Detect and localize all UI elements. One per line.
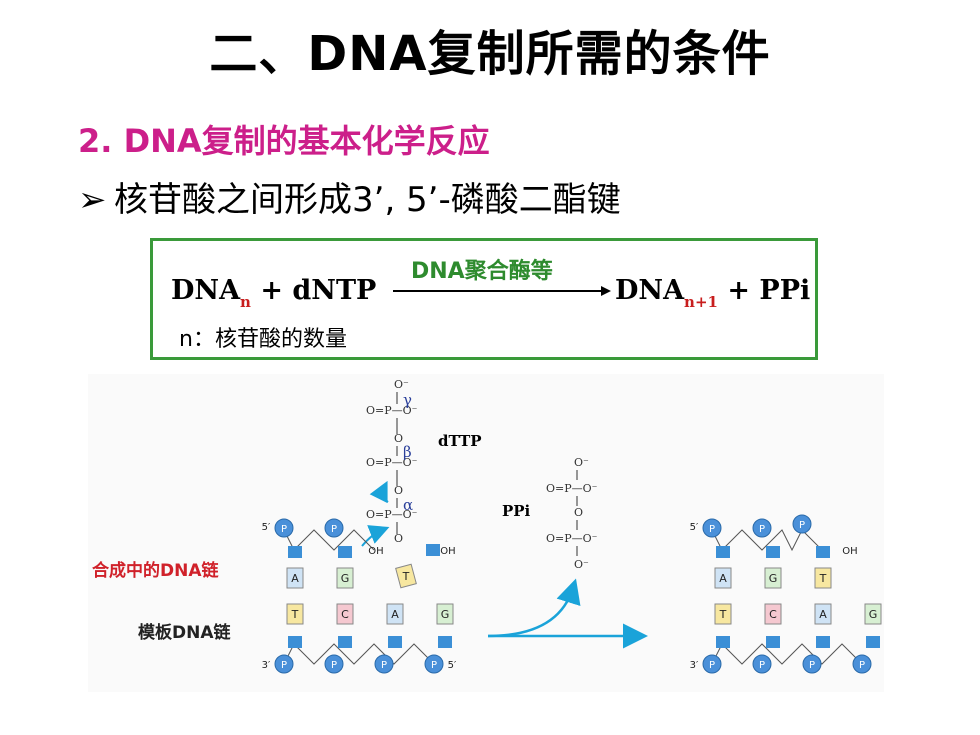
page-title: 二、DNA复制所需的条件	[209, 26, 771, 82]
alpha-label: α	[403, 496, 413, 514]
bullet-arrow-icon: ➢	[78, 180, 107, 220]
section-subtitle: 2. DNA复制的基本化学反应	[78, 122, 490, 160]
reactant-dna: DNA	[171, 275, 241, 306]
alpha-bridge-o: O	[394, 484, 403, 497]
growing-strand-label: 合成中的DNA链	[92, 561, 219, 581]
enzyme-label: DNA聚合酶等	[411, 259, 553, 284]
right-base-g3: T	[819, 572, 827, 585]
right-3prime: 3′	[690, 660, 699, 671]
right-oh: OH	[842, 546, 857, 557]
alpha-ester-o: O	[394, 532, 403, 545]
right-base-t2: C	[769, 608, 777, 621]
bullet-point: ➢核苷酸之间形成3’, 5’-磷酸二酯键	[78, 172, 621, 221]
gamma-o-double: O=P—O⁻	[366, 404, 418, 417]
left-3prime: 3′	[262, 660, 271, 671]
right-base-g1: A	[719, 572, 727, 585]
incoming-oh: OH	[440, 546, 455, 557]
alpha-o-double: O=P—O⁻	[366, 508, 418, 521]
left-base-g2: G	[341, 572, 350, 585]
ppi-p1: O=P—O⁻	[546, 482, 598, 495]
left-base-t3: A	[391, 608, 399, 621]
left-5prime-bottom: 5′	[448, 660, 457, 671]
right-base-t3: A	[819, 608, 827, 621]
replication-diagram: O⁻ O=P—O⁻ γ O O=P—O⁻ β O O=P—O⁻ α O dTTP…	[262, 378, 882, 674]
right-tp1: P	[709, 660, 715, 671]
left-base-t2: C	[341, 608, 349, 621]
left-base-g1: A	[291, 572, 299, 585]
beta-bridge-o: O	[394, 432, 403, 445]
template-strand-label: 模板DNA链	[138, 623, 231, 643]
left-tp2: P	[331, 660, 337, 671]
right-tp2: P	[759, 660, 765, 671]
reactant-subscript: n	[240, 293, 251, 311]
beta-o-double: O=P—O⁻	[366, 456, 418, 469]
reaction-rhs: DNAn+1 + PPi	[615, 275, 810, 311]
ppi-bridge-o: O	[574, 506, 583, 519]
left-dna	[274, 518, 454, 674]
right-base-t1: T	[719, 608, 727, 621]
right-base-t4: G	[869, 608, 878, 621]
left-p2: P	[331, 524, 337, 535]
gamma-label: γ	[403, 391, 412, 409]
left-base-t1: T	[291, 608, 299, 621]
reaction-note: n：核苷酸的数量	[179, 327, 347, 352]
ppi-p2: O=P—O⁻	[546, 532, 598, 545]
left-p1: P	[281, 524, 287, 535]
right-5prime: 5′	[690, 522, 699, 533]
product-ppi: + PPi	[727, 275, 811, 306]
ppi-label: PPi	[502, 502, 531, 520]
left-base-t4: G	[441, 608, 450, 621]
ppi-bottom-o: O⁻	[574, 558, 589, 571]
right-p3: P	[799, 520, 805, 531]
left-tp4: P	[431, 660, 437, 671]
replication-figure: 合成中的DNA链 模板DNA链 O⁻ O=P—O⁻ γ O O=P—O⁻ β O…	[88, 374, 884, 692]
dttp-label: dTTP	[438, 432, 482, 450]
reaction-box: DNAn + dNTP DNA聚合酶等 DNAn+1 + PPi n：核苷酸的数…	[150, 238, 818, 360]
right-tp4: P	[859, 660, 865, 671]
left-tp1: P	[281, 660, 287, 671]
reactant-dntp: + dNTP	[260, 275, 377, 306]
beta-label: β	[403, 443, 412, 461]
right-base-g2: G	[769, 572, 778, 585]
reaction-arrow-icon	[393, 286, 611, 296]
bullet-text: 核苷酸之间形成3’, 5’-磷酸二酯键	[114, 180, 621, 220]
left-oh: OH	[368, 546, 383, 557]
product-dna: DNA	[615, 275, 685, 306]
incoming-base: T	[402, 570, 410, 583]
right-tp3: P	[809, 660, 815, 671]
left-5prime: 5′	[262, 522, 271, 533]
gamma-o-minus: O⁻	[394, 378, 409, 391]
right-dna	[702, 514, 882, 674]
right-p2: P	[759, 524, 765, 535]
left-tp3: P	[381, 660, 387, 671]
ppi-top-o: O⁻	[574, 456, 589, 469]
reaction-lhs: DNAn + dNTP	[171, 275, 376, 311]
right-p1: P	[709, 524, 715, 535]
product-subscript: n+1	[684, 293, 718, 311]
